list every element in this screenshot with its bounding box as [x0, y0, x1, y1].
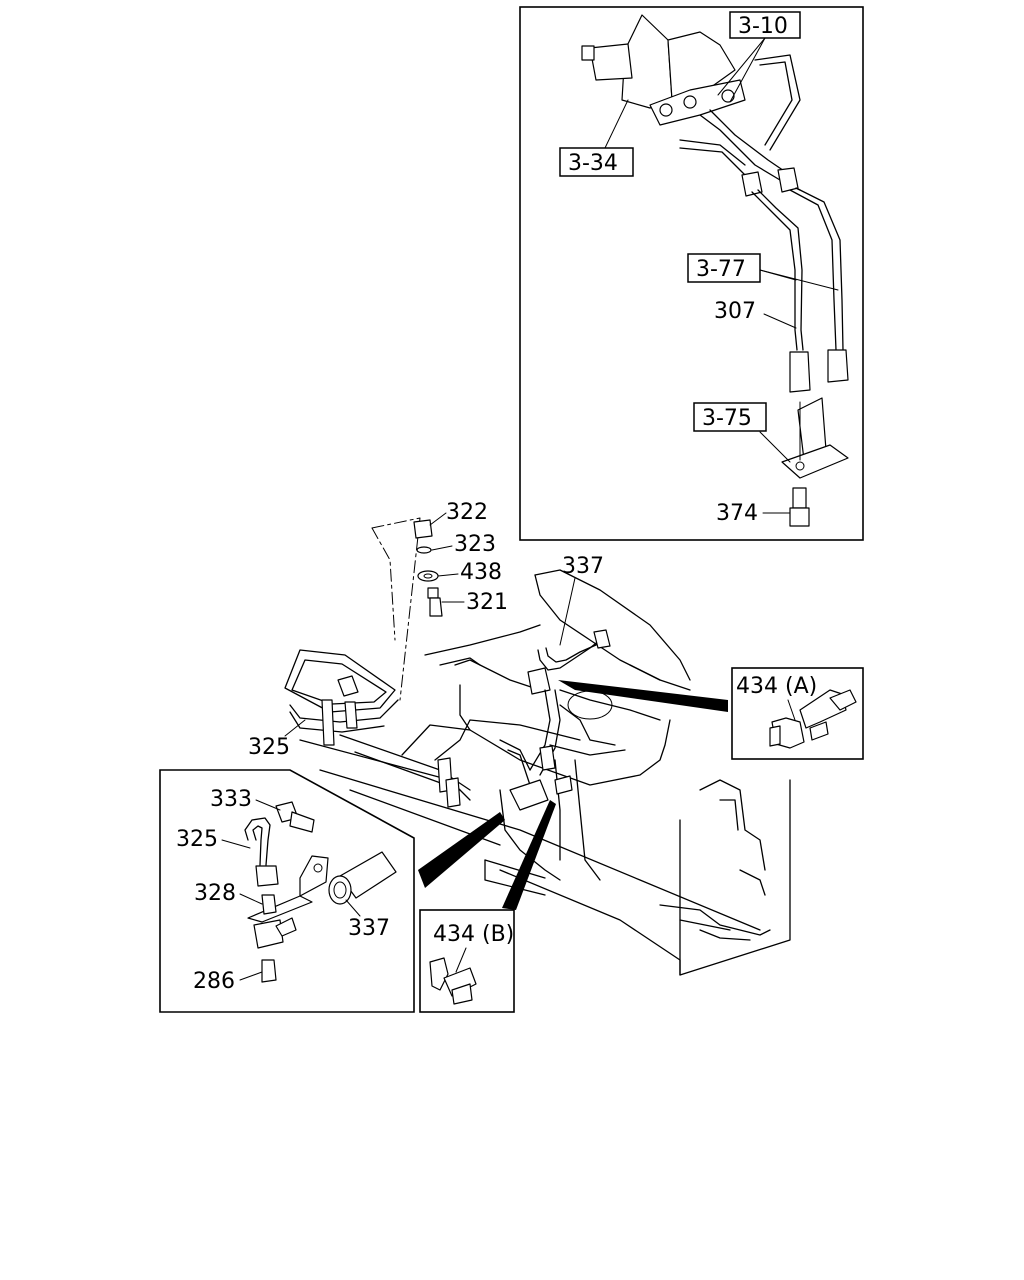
- svg-text:3-34: 3-34: [568, 151, 618, 176]
- label-286: 286: [193, 969, 263, 994]
- svg-text:325: 325: [176, 827, 218, 852]
- main-assembly-drawing: 322 323 438 321 325: [248, 500, 791, 976]
- detail-panel-434a: 434 (A): [731, 667, 864, 760]
- frame-structure: [299, 719, 791, 976]
- label-333: 333: [210, 787, 281, 812]
- svg-text:374: 374: [716, 501, 758, 526]
- fittings-drawing: [244, 801, 397, 983]
- svg-text:3-75: 3-75: [702, 406, 752, 431]
- svg-text:434 (B): 434 (B): [433, 922, 514, 947]
- svg-text:337: 337: [348, 916, 390, 941]
- svg-text:286: 286: [193, 969, 235, 994]
- callout-wedge-a: [558, 680, 728, 712]
- svg-text:3-10: 3-10: [738, 14, 788, 39]
- svg-text:328: 328: [194, 881, 236, 906]
- callout-wedge-b: [502, 800, 556, 910]
- master-cylinder-drawing: [581, 14, 849, 527]
- svg-text:307: 307: [714, 299, 756, 324]
- svg-text:325: 325: [248, 735, 290, 760]
- label-374: 374: [716, 501, 791, 526]
- ref-3-34: 3-34: [559, 99, 634, 177]
- ref-3-10: 3-10: [717, 11, 801, 103]
- label-323: 323: [431, 532, 496, 557]
- reservoir-body: [424, 569, 691, 896]
- label-328: 328: [194, 881, 263, 906]
- label-337-detail: 337: [345, 899, 390, 941]
- callout-wedge-detail: [418, 812, 505, 888]
- fastener-stack: [413, 519, 443, 617]
- svg-text:333: 333: [210, 787, 252, 812]
- svg-text:434 (A): 434 (A): [736, 674, 817, 699]
- label-307: 307: [714, 299, 797, 329]
- ref-3-77: 3-77: [687, 253, 839, 291]
- detail-panel-fittings: 333 325 328 337 286: [159, 769, 415, 1013]
- label-337-main: 337: [559, 554, 604, 646]
- detail-panel-434b: 434 (B): [419, 909, 515, 1013]
- clip-434a-drawing: [769, 689, 857, 749]
- label-321: 321: [441, 590, 508, 615]
- pipe-loop-325: [284, 649, 399, 746]
- svg-text:322: 322: [446, 500, 488, 525]
- svg-text:323: 323: [454, 532, 496, 557]
- svg-text:438: 438: [460, 560, 502, 585]
- clip-434b-drawing: [429, 947, 477, 1005]
- detail-frame-fittings: [159, 769, 415, 1013]
- hose-337-main: [507, 629, 611, 811]
- detail-panel-master-cylinder: 3-10 3-34 3-77 307 3-75 3: [519, 6, 864, 541]
- label-325-main: 325: [248, 719, 306, 760]
- svg-text:321: 321: [466, 590, 508, 615]
- svg-text:3-77: 3-77: [696, 257, 746, 282]
- label-438: 438: [437, 560, 502, 585]
- ref-3-75: 3-75: [693, 402, 791, 463]
- label-322: 322: [429, 500, 488, 526]
- svg-text:337: 337: [562, 554, 604, 579]
- label-325-detail: 325: [176, 827, 251, 852]
